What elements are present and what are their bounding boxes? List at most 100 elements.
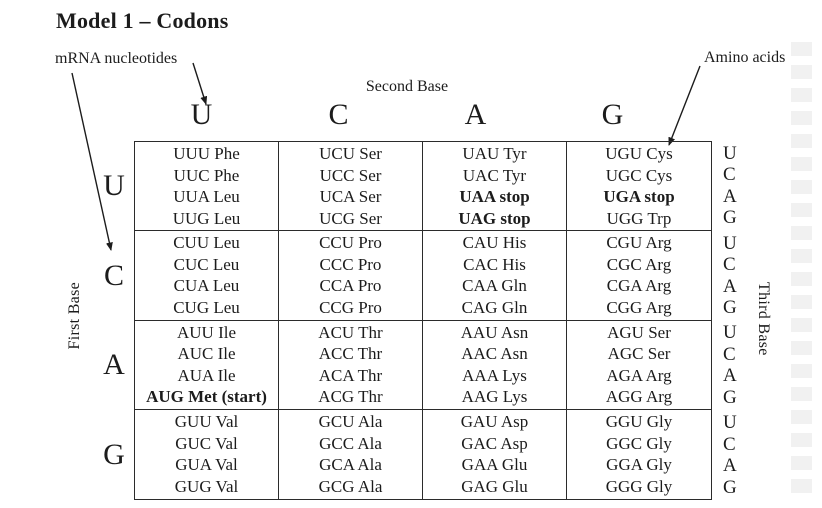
codon-entry: UAC Tyr	[462, 165, 527, 185]
second-base-letter: U	[190, 98, 213, 131]
codon-entry: UAA stop	[459, 187, 530, 207]
codon-entry: GAU Asp	[460, 412, 529, 432]
codon-entry: CCA Pro	[319, 276, 382, 296]
codon-entry: GCU Ala	[318, 412, 383, 432]
codon-entry: UCG Ser	[319, 208, 382, 228]
third-base-letter: U	[723, 142, 737, 164]
codon-entry: AAU Asn	[460, 322, 529, 342]
codon-entry: UUA Leu	[173, 187, 240, 207]
third-base-letter: U	[723, 232, 737, 254]
codon-entry: GCA Ala	[319, 455, 382, 475]
third-base-letter: A	[723, 455, 737, 477]
first-base-title: First Base	[66, 282, 83, 350]
codon-entry: CAC His	[463, 254, 526, 274]
first-base-letter: G	[103, 438, 125, 472]
codon-entry: AAG Lys	[461, 387, 528, 407]
codon-entry: CCG Pro	[319, 297, 382, 317]
third-base-letter: G	[723, 297, 737, 319]
codon-entry: GGG Gly	[605, 476, 673, 496]
third-base-title: Third Base	[755, 282, 772, 356]
codon-entry: GGC Gly	[606, 433, 672, 453]
codon-entry: CUG Leu	[173, 297, 240, 317]
codon-entry: AUC Ile	[177, 344, 236, 364]
codon-entry: AUG Met (start)	[146, 387, 267, 407]
codon-entry: GAC Asp	[461, 433, 528, 453]
codon-entry: CCC Pro	[319, 254, 382, 274]
codon-entry: CUA Leu	[173, 276, 240, 296]
codon-entry: UCA Ser	[319, 187, 382, 207]
codon-entry: CUU Leu	[173, 233, 240, 253]
third-base-letter: C	[723, 254, 736, 276]
codon-entry: CGC Arg	[606, 254, 672, 274]
codon-entry: CUC Leu	[173, 254, 240, 274]
codon-entry: UCC Ser	[319, 165, 382, 185]
codon-entry: ACG Thr	[318, 387, 383, 407]
page-title: Model 1 – Codons	[56, 8, 229, 33]
codon-entry: CAG Gln	[461, 297, 528, 317]
codon-entry: UUG Leu	[172, 208, 241, 228]
codon-entry: UUC Phe	[173, 165, 240, 185]
third-base-letter: G	[723, 386, 737, 408]
codon-entry: UGC Cys	[605, 165, 673, 185]
codon-entry: CGG Arg	[606, 297, 672, 317]
second-base-letter: C	[328, 98, 349, 131]
third-base-letter: C	[723, 164, 736, 186]
codon-entry: AUA Ile	[177, 365, 236, 385]
codon-entry: UAU Tyr	[462, 144, 527, 164]
codon-entry: GGA Gly	[606, 455, 672, 475]
third-base-letter: U	[723, 322, 737, 344]
third-base-letter: A	[723, 275, 737, 297]
codon-entry: GUG Val	[174, 476, 239, 496]
page-edge-scan-artifact	[791, 42, 812, 498]
second-base-letter: G	[601, 98, 624, 131]
third-base-letter: G	[723, 476, 737, 498]
codon-entry: ACC Thr	[318, 344, 383, 364]
third-base-letter: C	[723, 433, 736, 455]
first-base-letter: A	[103, 348, 125, 382]
codon-entry: UGA stop	[603, 187, 675, 207]
codon-entry: AGG Arg	[605, 387, 673, 407]
codon-entry: GAG Glu	[461, 476, 528, 496]
codon-entry: CAU His	[462, 233, 527, 253]
codon-entry: GAA Glu	[461, 455, 528, 475]
codon-entry: GCC Ala	[319, 433, 382, 453]
codon-entry: AGU Ser	[607, 322, 671, 342]
codon-entry: CGU Arg	[606, 233, 672, 253]
third-base-letter: A	[723, 365, 737, 387]
codon-entry: UGU Cys	[605, 144, 673, 164]
codon-entry: UGG Trp	[606, 208, 672, 228]
codon-entry: GUA Val	[175, 455, 238, 475]
codon-entry: CCU Pro	[319, 233, 382, 253]
amino-acids-label: Amino acids	[704, 49, 786, 66]
codon-entry: UCU Ser	[319, 144, 382, 164]
codon-entry: UAG stop	[458, 208, 531, 228]
second-base-letter: A	[464, 98, 487, 131]
codon-entry: AAA Lys	[462, 365, 527, 385]
codon-entry: CGA Arg	[606, 276, 672, 296]
codon-entry: ACA Thr	[318, 365, 383, 385]
codon-entry: UUU Phe	[173, 144, 240, 164]
codon-entry: AGC Ser	[607, 344, 671, 364]
codon-entry: AAC Asn	[461, 344, 528, 364]
codon-entry: CAA Gln	[462, 276, 527, 296]
third-base-letter: C	[723, 343, 736, 365]
codon-entry: AGA Arg	[606, 365, 672, 385]
